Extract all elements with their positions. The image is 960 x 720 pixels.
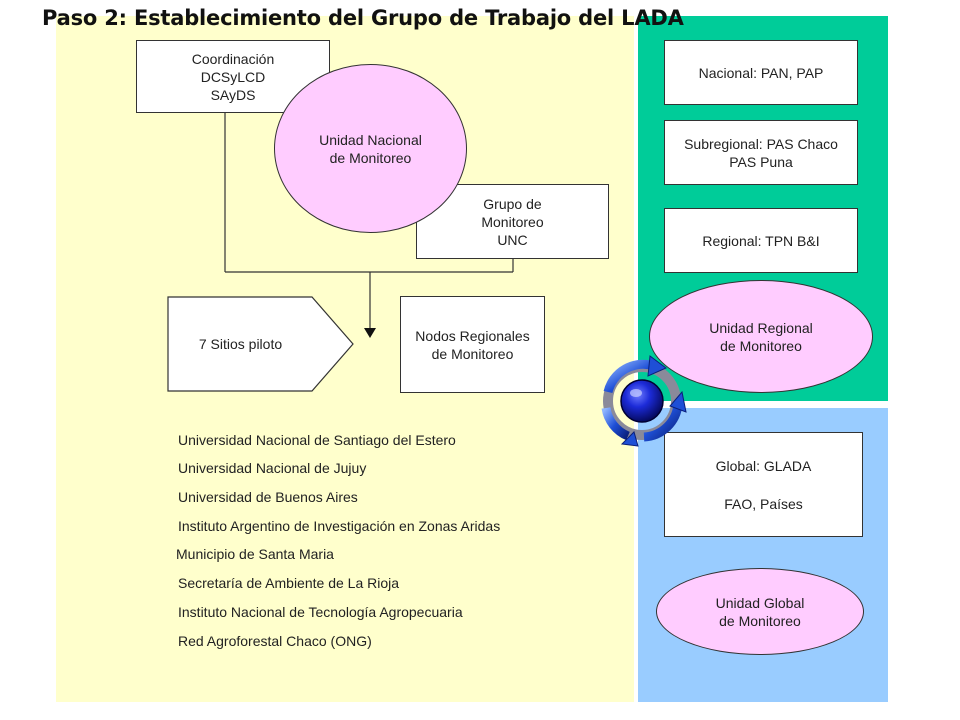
- list-item: Municipio de Santa Maria: [176, 546, 334, 562]
- unidad-regional-ellipse: Unidad Regional de Monitoreo: [649, 280, 873, 393]
- subregional-box: Subregional: PAS Chaco PAS Puna: [664, 120, 858, 185]
- global-box-line2: FAO, Países: [724, 495, 803, 512]
- global-box: Global: GLADA FAO, Países: [664, 432, 863, 537]
- global-box-line1: Global: GLADA: [715, 457, 812, 474]
- sitios-piloto-label: 7 Sitios piloto: [198, 336, 283, 352]
- recycle-globe-icon: [601, 355, 687, 447]
- unidad-global-ellipse: Unidad Global de Monitoreo: [656, 568, 864, 655]
- nodos-regionales-box: Nodos Regionales de Monitoreo: [400, 296, 545, 393]
- list-item: Universidad Nacional de Jujuy: [178, 460, 367, 476]
- list-item: Universidad Nacional de Santiago del Est…: [178, 432, 456, 448]
- list-item: Secretaría de Ambiente de La Rioja: [178, 575, 400, 591]
- list-item: Universidad de Buenos Aires: [178, 489, 358, 505]
- page-title: Paso 2: Establecimiento del Grupo de Tra…: [42, 6, 684, 30]
- unidad-nacional-ellipse: Unidad Nacional de Monitoreo: [274, 64, 467, 233]
- regional-box: Regional: TPN B&I: [664, 208, 858, 273]
- list-item: Instituto Nacional de Tecnología Agropec…: [178, 604, 463, 620]
- list-item: Instituto Argentino de Investigación en …: [178, 518, 501, 534]
- nacional-box: Nacional: PAN, PAP: [664, 40, 858, 105]
- sitios-piloto-shape: [167, 296, 354, 392]
- list-item: Red Agroforestal Chaco (ONG): [178, 633, 372, 649]
- coordinacion-box: Coordinación DCSyLCD SAyDS: [136, 40, 330, 113]
